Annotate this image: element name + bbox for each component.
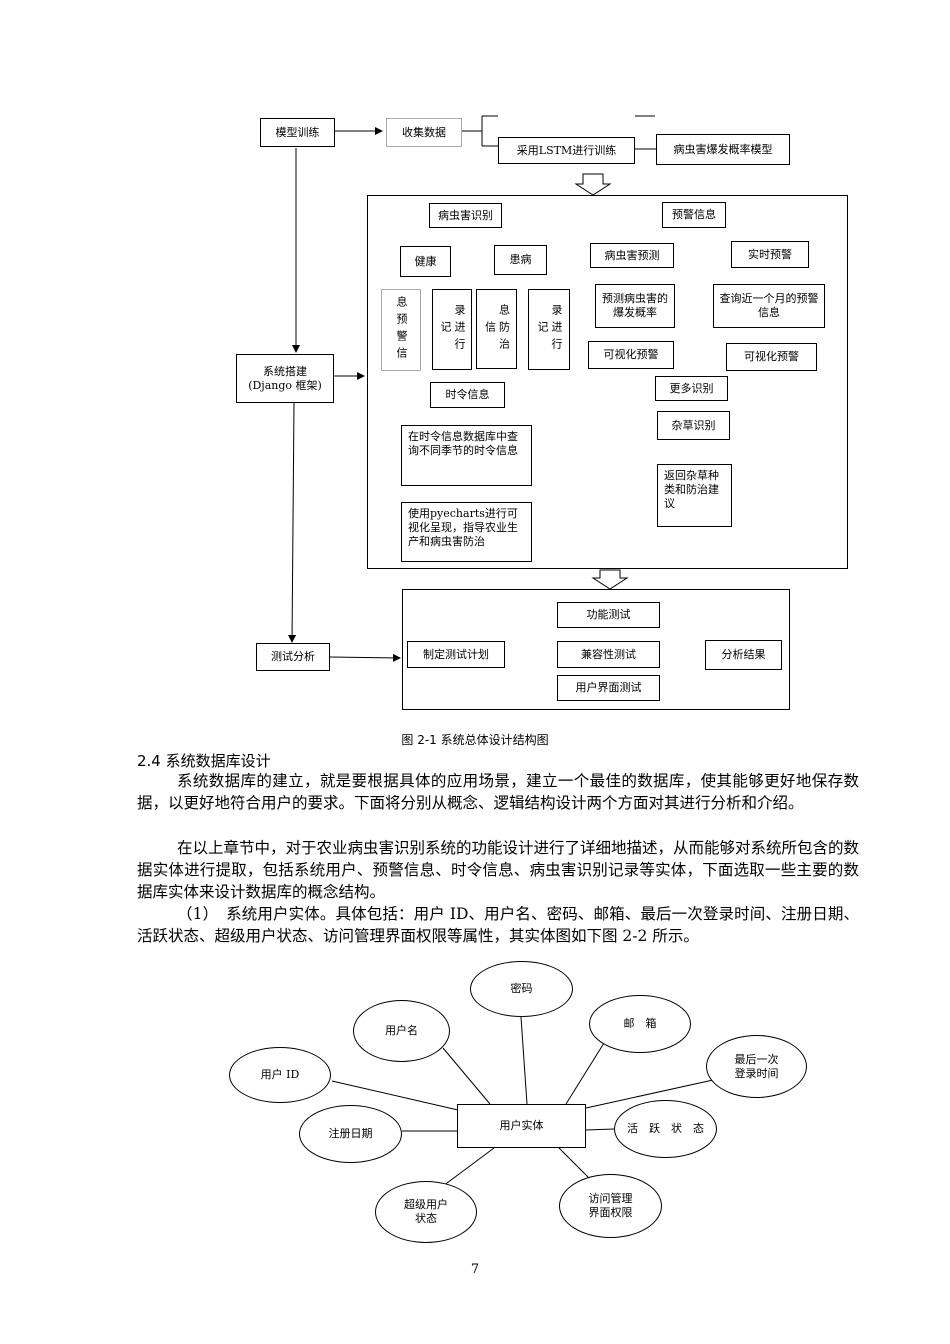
figure-caption: 图 2-1 系统总体设计结构图 — [401, 733, 549, 747]
attr-reg-date: 注册日期 — [299, 1105, 402, 1163]
diseased-box: 患病 — [494, 245, 547, 275]
warning-info-box: 预警信息 — [662, 202, 726, 228]
pyecharts-box: 使用pyecharts进行可视化呈现，指导农业生产和病虫害防治 — [401, 502, 532, 562]
visual-warning-box-1: 可视化预警 — [588, 341, 674, 369]
weed-result-box: 返回杂草种类和防治建议 — [657, 464, 732, 527]
ui-test-box: 用户界面测试 — [557, 675, 660, 701]
compat-test-box: 兼容性测试 — [557, 641, 660, 668]
user-entity-box: 用户实体 — [457, 1104, 586, 1148]
diseased-record-box: 录进行记 — [528, 289, 570, 370]
function-test-box: 功能测试 — [557, 602, 660, 628]
pest-prediction-box: 病虫害预测 — [590, 243, 674, 268]
season-info-box: 时令信息 — [430, 382, 505, 408]
section-heading: 2.4 系统数据库设计 — [137, 752, 271, 770]
predict-probability-box: 预测病虫害的爆发概率 — [595, 284, 675, 328]
make-test-plan-box: 制定测试计划 — [407, 641, 505, 668]
page-number: 7 — [470, 1262, 480, 1277]
more-identification-box: 更多识别 — [655, 376, 728, 401]
lstm-training-box: 采用LSTM进行训练 — [498, 137, 635, 164]
weed-identification-box: 杂草识别 — [657, 411, 730, 440]
pest-identification-box: 病虫害识别 — [429, 203, 502, 228]
attr-superuser: 超级用户 状态 — [375, 1181, 477, 1243]
pest-model-box: 病虫害爆发概率模型 — [656, 134, 790, 165]
attr-admin-access: 访问管理 界面权限 — [559, 1174, 662, 1238]
attr-user-id: 用户 ID — [229, 1047, 331, 1103]
query-month-box: 查询近一个月的预警信息 — [713, 284, 825, 328]
attr-email: 邮 箱 — [589, 995, 691, 1053]
attr-active: 活 跃 状 态 — [614, 1100, 717, 1158]
healthy-box: 健康 — [400, 246, 451, 277]
system-build-box: 系统搭建 (Django 框架) — [236, 354, 334, 403]
test-analysis-box: 测试分析 — [256, 643, 330, 671]
paragraph-3: （1） 系统用户实体。具体包括：用户 ID、用户名、密码、邮箱、最后一次登录时间… — [137, 905, 859, 945]
realtime-warning-box: 实时预警 — [731, 241, 809, 268]
healthy-record-box: 录进行记 — [432, 289, 472, 370]
visual-warning-box-2: 可视化预警 — [726, 343, 817, 371]
analysis-result-box: 分析结果 — [705, 640, 782, 670]
diseased-prevention-box: 息防治信 — [476, 289, 517, 369]
collect-data-box: 收集数据 — [386, 118, 462, 147]
paragraph-2: 在以上章节中，对于农业病虫害识别系统的功能设计进行了详细地描述，从而能够对系统所… — [137, 839, 860, 901]
healthy-warning-box: 息预警信 — [381, 289, 421, 371]
attr-last-login: 最后一次 登录时间 — [706, 1035, 807, 1098]
model-training-box: 模型训练 — [260, 118, 335, 147]
paragraph-1: 系统数据库的建立，就是要根据具体的应用场景，建立一个最佳的数据库，使其能够更好地… — [137, 772, 859, 812]
attr-username: 用户名 — [353, 1000, 450, 1062]
attr-password: 密码 — [470, 961, 573, 1017]
season-query-box: 在时令信息数据库中查询不同季节的时令信息 — [401, 425, 532, 486]
